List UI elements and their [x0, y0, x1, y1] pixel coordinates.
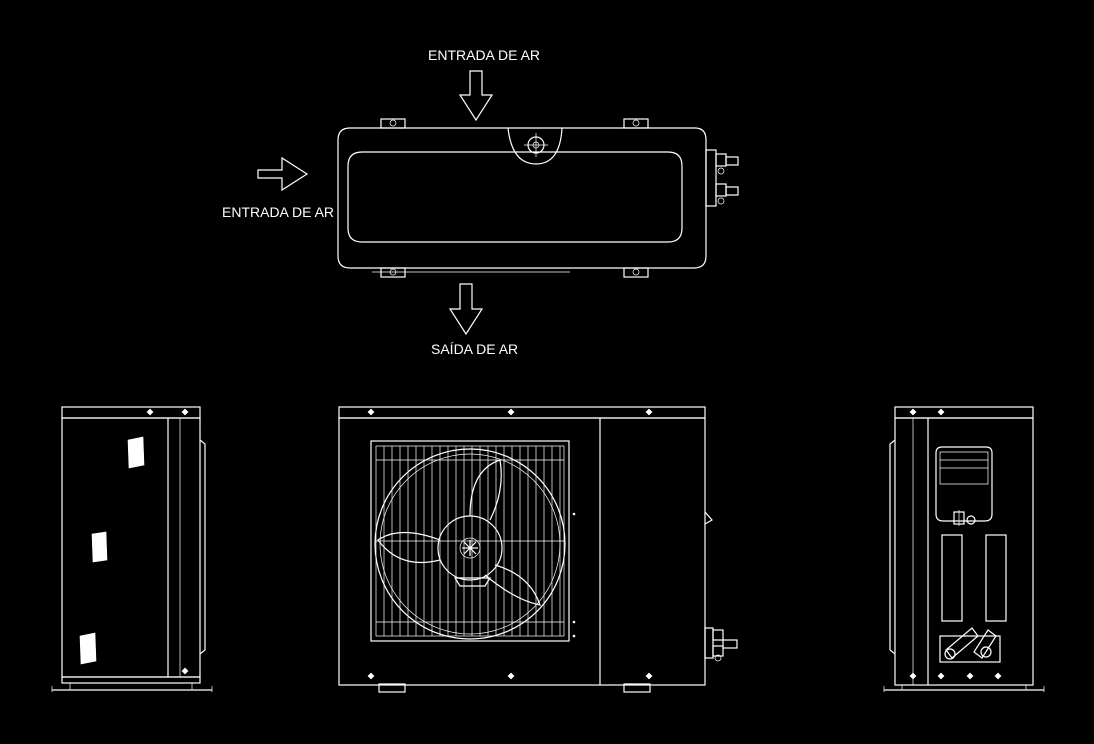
- top-view: [337, 118, 739, 278]
- outlet-arrow: [448, 283, 484, 336]
- left-side-view: [51, 406, 213, 692]
- side-inlet-label: ENTRADA DE AR: [222, 204, 334, 220]
- outlet-label: SAÍDA DE AR: [431, 341, 518, 357]
- fan-grille: [376, 446, 564, 636]
- side-inlet-arrow: [257, 156, 309, 192]
- top-inlet-label: ENTRADA DE AR: [428, 47, 540, 63]
- top-inlet-arrow: [458, 70, 494, 122]
- fan-hub-icon: [462, 540, 478, 556]
- front-view: [338, 406, 738, 693]
- right-side-view: [883, 406, 1045, 692]
